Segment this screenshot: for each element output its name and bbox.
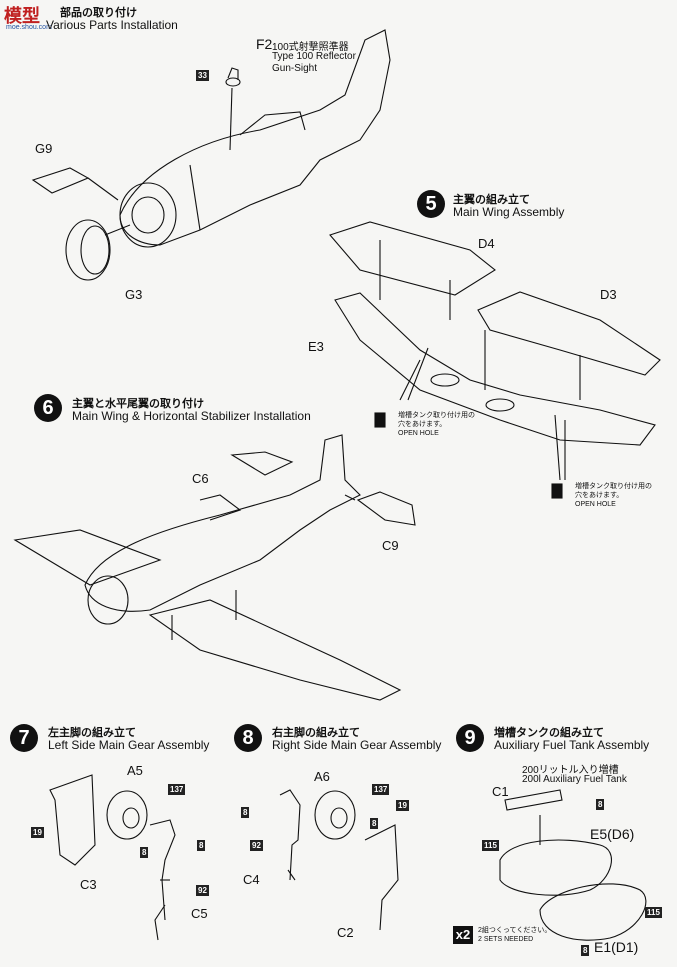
open-hole-note-2-en: OPEN HOLE [575,501,616,508]
sets-needed-jp: 2組つくってください。 [478,927,552,934]
step8-number: 8 [234,724,262,752]
part-label-c4: C4 [243,872,260,887]
gunsight-part [225,67,241,87]
g3-ring-part [65,219,131,281]
open-hole-note-1-jp1: 増槽タンク取り付け用の [398,412,475,419]
part-label-c1: C1 [492,784,509,799]
watermark-url: moe.shou.com [6,24,52,31]
step8-title-en: Right Side Main Gear Assembly [272,738,442,752]
part-number-badge: 115 [645,907,662,918]
part-label-d4: D4 [478,236,495,251]
fuel-tank-drawing [499,789,647,941]
upper-wing-d3 [477,291,661,400]
gunsight-en2: Gun-Sight [272,63,318,74]
watermark-logo: 模型 [4,6,40,26]
step7-title-en: Left Side Main Gear Assembly [48,738,210,752]
part-number-badge: 92 [250,840,263,851]
part-label-e1: E1(D1) [594,939,639,955]
step4-title-en: Various Parts Installation [46,18,178,32]
left-gear-drawing [49,774,176,941]
tank-caption-en: 200l Auxiliary Fuel Tank [522,774,627,785]
part-label-e5: E5(D6) [590,826,635,842]
hole-drill-icons [374,412,563,499]
part-number-badge: 19 [31,827,44,838]
part-number-badge: 33 [196,70,209,81]
step6-number: 6 [34,394,62,422]
open-hole-note-1-en: OPEN HOLE [398,430,439,437]
part-number-badge: 137 [168,784,186,795]
step9-title-en: Auxiliary Fuel Tank Assembly [494,738,650,752]
part-label-a5: A5 [127,763,143,778]
part-number-badge: 8 [241,807,250,818]
part-label-c6: C6 [192,471,209,486]
part-label-c5: C5 [191,906,208,921]
part-number-badge: 19 [396,800,409,811]
stabilizer-c6 [230,451,294,476]
part-label-a6: A6 [314,769,330,784]
gunsight-jp: 100式射撃照準器 [272,42,349,53]
step9-title-jp: 増槽タンクの組み立て [494,727,604,739]
part-number-badge: 8 [197,840,206,851]
step7-number: 7 [10,724,38,752]
part-label-c9: C9 [382,538,399,553]
part-label-e3: E3 [308,339,324,354]
sets-multiplier-badge: x2 [453,926,473,944]
g9-part [31,167,119,201]
step7-title-jp: 左主脚の組み立て [48,727,136,739]
lower-wing-e3 [334,292,656,481]
part-label-d3: D3 [600,287,617,302]
gunsight-en1: Type 100 Reflector [272,51,356,62]
right-gear-drawing [279,789,399,931]
step5-title-jp: 主翼の組み立て [453,194,530,206]
tank-caption-jp: 200リットル入り増槽 [522,765,619,776]
step8-title-jp: 右主脚の組み立て [272,727,360,739]
step6-title-en: Main Wing & Horizontal Stabilizer Instal… [72,409,311,423]
step9-number: 9 [456,724,484,752]
upper-wing-d4 [329,221,496,320]
sets-needed-en: 2 SETS NEEDED [478,936,534,943]
open-hole-note-2-jp1: 増槽タンク取り付け用の [575,483,652,490]
part-number-badge: 137 [372,784,390,795]
gunsight-part-label: F2 [256,36,273,52]
part-label-c3: C3 [80,877,97,892]
step4-title-jp: 部品の取り付け [60,7,137,19]
part-number-badge: 8 [370,818,379,829]
part-label-g3: G3 [125,287,143,302]
step5-title-en: Main Wing Assembly [453,205,565,219]
part-label-c2: C2 [337,925,354,940]
part-number-badge: 8 [596,799,605,810]
step6-title-jp: 主翼と水平尾翼の取り付け [72,398,204,410]
fuselage-step4-drawing [119,29,391,248]
step5-number: 5 [417,190,445,218]
stabilizer-c9 [344,491,416,526]
airplane-step6-drawing [13,434,402,701]
part-number-badge: 8 [581,945,590,956]
part-number-badge: 115 [482,840,499,851]
part-number-badge: 8 [140,847,149,858]
open-hole-note-1-jp2: 穴をあけます。 [398,421,447,428]
part-label-g9: G9 [35,141,53,156]
open-hole-note-2-jp2: 穴をあけます。 [575,492,624,499]
part-number-badge: 92 [196,885,209,896]
